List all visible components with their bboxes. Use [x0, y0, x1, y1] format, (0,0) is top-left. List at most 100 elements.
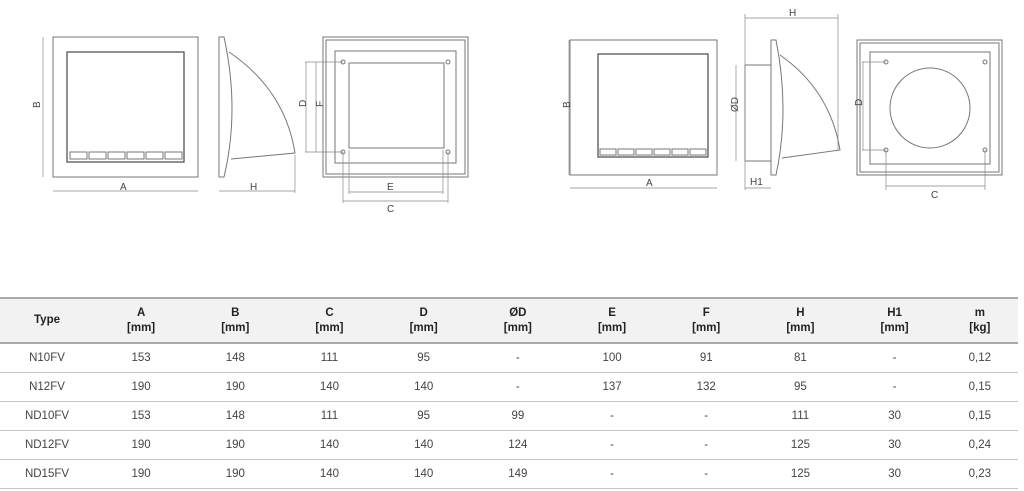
table-cell: 99 — [470, 401, 565, 431]
header-name: C — [325, 306, 334, 319]
table-cell: 148 — [188, 343, 283, 373]
header-name: F — [702, 306, 710, 319]
table-cell: - — [847, 372, 942, 402]
table-cell: 95 — [376, 401, 471, 431]
header-name: E — [608, 306, 616, 319]
header-unit: [mm] — [597, 321, 627, 334]
table-cell: - — [470, 343, 565, 373]
back-view-n-fv — [305, 36, 469, 203]
technical-drawings: B A H D F E C B A — [32, 8, 1003, 215]
header-name: A — [136, 306, 146, 319]
dim-label-h1: H1 — [750, 177, 763, 188]
dim-label-b-right: B — [562, 101, 573, 108]
dim-label-c-right: C — [931, 190, 938, 201]
table-cell: - — [564, 401, 660, 431]
table-cell: 140 — [376, 459, 471, 489]
table-cell: 0,12 — [941, 343, 1018, 373]
header-unit: [mm] — [786, 321, 815, 334]
table-cell: 149 — [470, 459, 565, 489]
table-cell: 30 — [847, 459, 942, 489]
table-cell: - — [659, 430, 754, 460]
header-name: H — [796, 306, 805, 319]
table-cell: 111 — [753, 401, 848, 431]
column-header: H1 [mm] — [847, 297, 942, 344]
table-cell: 140 — [282, 430, 377, 460]
header-unit: [mm] — [127, 321, 156, 334]
header-unit: [mm] — [409, 321, 438, 334]
dim-label-f: F — [315, 101, 326, 107]
table-cell: ND12FV — [0, 430, 94, 460]
dim-label-d: D — [298, 100, 309, 107]
table-cell: - — [659, 401, 754, 431]
table-cell: 153 — [94, 401, 189, 431]
header-name: m — [974, 306, 985, 319]
table-cell: 100 — [564, 343, 660, 373]
table-cell: 190 — [188, 372, 283, 402]
column-header: C [mm] — [282, 297, 377, 344]
table-cell: - — [564, 430, 660, 460]
table-cell: 140 — [376, 372, 471, 402]
side-view-nd-fv — [735, 14, 841, 190]
column-header: D [mm] — [376, 297, 471, 344]
table-cell: 0,24 — [941, 430, 1018, 460]
table-cell: 81 — [753, 343, 848, 373]
header-name: ØD — [509, 306, 527, 319]
header-unit: [mm] — [221, 321, 250, 334]
front-view-n-fv — [42, 36, 199, 192]
table-cell: 153 — [94, 343, 189, 373]
table-cell: 125 — [753, 459, 848, 489]
table-cell: 190 — [94, 459, 189, 489]
table-cell: N12FV — [0, 372, 94, 402]
table-cell: - — [470, 372, 565, 402]
table-cell: 190 — [94, 372, 189, 402]
table-cell: 95 — [753, 372, 848, 402]
side-view-n-fv — [218, 36, 296, 193]
table-cell: 0,15 — [941, 401, 1018, 431]
dim-label-b: B — [32, 101, 43, 108]
column-header: F[mm] — [659, 297, 754, 344]
table-cell: 148 — [188, 401, 283, 431]
header-name: H1 — [887, 306, 902, 319]
column-header: Type — [0, 297, 94, 344]
header-unit: [mm] — [315, 321, 344, 334]
table-cell: 125 — [753, 430, 848, 460]
table-cell: 95 — [376, 343, 471, 373]
column-header: ØD [mm] — [470, 297, 565, 344]
table-cell: 0,23 — [941, 459, 1018, 489]
table-cell: 190 — [188, 430, 283, 460]
table-cell: 140 — [282, 459, 377, 489]
dim-label-od: ØD — [730, 97, 741, 112]
header-name: B — [231, 306, 240, 319]
table-cell: 190 — [94, 430, 189, 460]
dim-label-c: C — [387, 204, 394, 215]
table-cell: 30 — [847, 430, 942, 460]
header-name: Type — [34, 314, 60, 326]
dim-label-e: E — [387, 182, 394, 193]
dim-label-h: H — [250, 182, 257, 193]
table-cell: N10FV — [0, 343, 94, 373]
table-cell: 111 — [282, 401, 377, 431]
table-cell: - — [659, 459, 754, 489]
table-cell: 140 — [282, 372, 377, 402]
table-cell: 140 — [376, 430, 471, 460]
column-header: E [mm] — [564, 297, 660, 344]
table-cell: - — [847, 343, 942, 373]
column-header: B [mm] — [188, 297, 283, 344]
dim-label-a-right: A — [646, 178, 653, 189]
column-header: H [mm] — [753, 297, 848, 344]
table-cell: ND15FV — [0, 459, 94, 489]
column-header: A [mm] — [94, 297, 189, 344]
header-unit: [mm] — [880, 321, 909, 334]
header-name: D — [419, 306, 428, 319]
table-cell: 0,15 — [941, 372, 1018, 402]
header-unit: [kg] — [969, 321, 991, 334]
header-unit: [mm] — [503, 321, 532, 334]
table-cell: - — [564, 459, 660, 489]
table-cell: 137 — [564, 372, 660, 402]
